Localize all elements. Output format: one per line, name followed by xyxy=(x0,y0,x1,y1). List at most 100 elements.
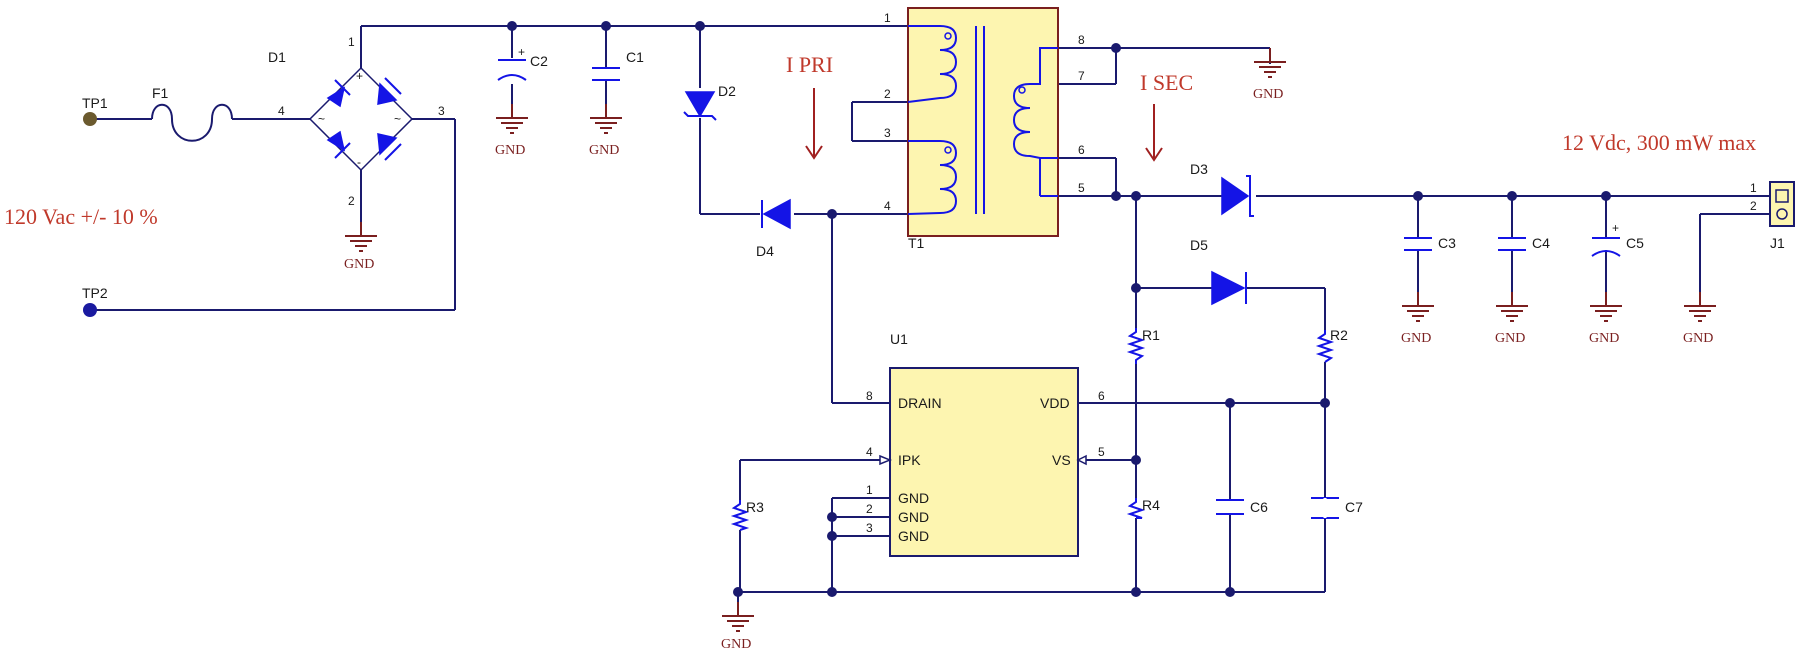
d2-label: D2 xyxy=(718,83,736,99)
d1-label: D1 xyxy=(268,49,286,65)
f1-label: F1 xyxy=(152,85,169,101)
ground-c1: GND xyxy=(589,103,623,158)
diode-d5[interactable]: D5 xyxy=(1190,237,1247,306)
u1-pin-gnd-3: GND xyxy=(898,528,929,544)
svg-text:6: 6 xyxy=(1078,143,1085,157)
svg-text:+: + xyxy=(1612,221,1619,235)
svg-text:5: 5 xyxy=(1078,181,1085,195)
junction-dot xyxy=(1320,398,1330,408)
capacitor-c7[interactable]: C7 xyxy=(1311,497,1363,519)
junction-dot xyxy=(1111,43,1121,53)
fuse-f1[interactable]: F1 xyxy=(151,85,233,142)
controller-u1[interactable]: U1 DRAIN IPK GND GND GND VDD VS 8 4 1 2 … xyxy=(866,331,1105,557)
schottky-diode-d3[interactable]: D3 xyxy=(1190,161,1254,217)
bridge-rectifier-d1[interactable]: + - ~ ~ D1 1 2 3 4 xyxy=(268,35,445,208)
svg-text:4: 4 xyxy=(884,199,891,213)
r1-label: R1 xyxy=(1142,327,1160,343)
capacitor-c4[interactable]: C4 xyxy=(1498,235,1550,251)
junction-dot xyxy=(1131,191,1141,201)
d3-label: D3 xyxy=(1190,161,1208,177)
c3-label: C3 xyxy=(1438,235,1456,251)
svg-text:-: - xyxy=(357,155,361,169)
capacitor-c5[interactable]: + C5 xyxy=(1591,221,1644,257)
t1-label: T1 xyxy=(908,235,925,251)
svg-text:1: 1 xyxy=(884,11,891,25)
svg-text:+: + xyxy=(356,69,363,83)
svg-text:7: 7 xyxy=(1078,69,1085,83)
svg-text:~: ~ xyxy=(394,112,401,126)
svg-text:3: 3 xyxy=(438,104,445,118)
svg-text:6: 6 xyxy=(1098,389,1105,403)
diode-d4[interactable]: D4 xyxy=(756,198,791,259)
junction-dot xyxy=(1131,587,1141,597)
svg-text:1: 1 xyxy=(866,483,873,497)
junction-dot xyxy=(1225,587,1235,597)
svg-text:3: 3 xyxy=(884,126,891,140)
resistor-r3[interactable]: R3 xyxy=(730,499,764,531)
svg-text:GND: GND xyxy=(495,143,525,158)
svg-text:GND: GND xyxy=(344,257,374,272)
resistor-r1[interactable]: R1 xyxy=(1126,327,1160,364)
r4-label: R4 xyxy=(1142,497,1160,513)
u1-pin-drain: DRAIN xyxy=(898,395,942,411)
svg-text:8: 8 xyxy=(1078,33,1085,47)
junction-dot xyxy=(507,21,517,31)
svg-text:+: + xyxy=(518,45,525,59)
junction-dot xyxy=(1131,283,1141,293)
r3-label: R3 xyxy=(746,499,764,515)
junction-dot xyxy=(827,531,837,541)
svg-text:GND: GND xyxy=(1589,331,1619,346)
junction-dots xyxy=(507,21,1611,597)
svg-text:8: 8 xyxy=(866,389,873,403)
u1-pin-gnd-2: GND xyxy=(898,509,929,525)
capacitor-c6[interactable]: C6 xyxy=(1216,499,1268,515)
output-spec-annotation: 12 Vdc, 300 mW max xyxy=(1562,130,1756,155)
test-point-tp1[interactable]: TP1 xyxy=(82,95,108,126)
transformer-t1[interactable]: T1 1 2 3 4 5 6 7 8 xyxy=(884,7,1085,251)
input-spec-annotation: 120 Vac +/- 10 % xyxy=(4,204,158,229)
junction-dot xyxy=(1111,191,1121,201)
resistor-r4[interactable]: R4 xyxy=(1126,497,1160,519)
ground-j1: GND xyxy=(1683,291,1717,346)
u1-pin-gnd-1: GND xyxy=(898,490,929,506)
svg-text:I SEC: I SEC xyxy=(1140,70,1193,95)
junction-dot xyxy=(827,512,837,522)
i-pri-annotation: I PRI xyxy=(786,52,833,160)
svg-text:4: 4 xyxy=(278,104,285,118)
u1-pin-vs: VS xyxy=(1052,452,1071,468)
junction-dot xyxy=(1601,191,1611,201)
tp1-label: TP1 xyxy=(82,95,108,111)
svg-text:2: 2 xyxy=(348,194,355,208)
svg-text:GND: GND xyxy=(721,637,751,652)
junction-dot xyxy=(1225,398,1235,408)
c1-label: C1 xyxy=(626,49,644,65)
wires xyxy=(90,25,1770,606)
c4-label: C4 xyxy=(1532,235,1550,251)
d5-label: D5 xyxy=(1190,237,1208,253)
ground-d1: GND xyxy=(344,221,378,272)
capacitor-c3[interactable]: C3 xyxy=(1404,235,1456,251)
tvs-diode-d2[interactable]: D2 xyxy=(683,83,736,121)
junction-dot xyxy=(601,21,611,31)
capacitor-c2[interactable]: + C2 xyxy=(497,45,548,81)
junction-dot xyxy=(733,587,743,597)
test-point-tp2[interactable]: TP2 xyxy=(82,285,108,317)
resistor-r2[interactable]: R2 xyxy=(1315,327,1348,363)
ground-c2: GND xyxy=(495,103,529,158)
ground-u1: GND xyxy=(721,601,755,652)
j1-label: J1 xyxy=(1770,235,1785,251)
i-sec-annotation: I SEC xyxy=(1140,70,1193,162)
svg-text:2: 2 xyxy=(866,502,873,516)
connector-j1[interactable]: 1 2 J1 xyxy=(1750,181,1795,251)
capacitor-c1[interactable]: C1 xyxy=(592,49,644,81)
ground-t1: GND xyxy=(1253,47,1287,102)
svg-text:2: 2 xyxy=(1750,199,1757,213)
ground-c3: GND xyxy=(1401,291,1435,346)
junction-dot xyxy=(827,209,837,219)
svg-text:GND: GND xyxy=(1253,87,1283,102)
u1-pin-ipk: IPK xyxy=(898,452,921,468)
svg-text:GND: GND xyxy=(589,143,619,158)
svg-text:GND: GND xyxy=(1401,331,1431,346)
ground-c4: GND xyxy=(1495,291,1529,346)
